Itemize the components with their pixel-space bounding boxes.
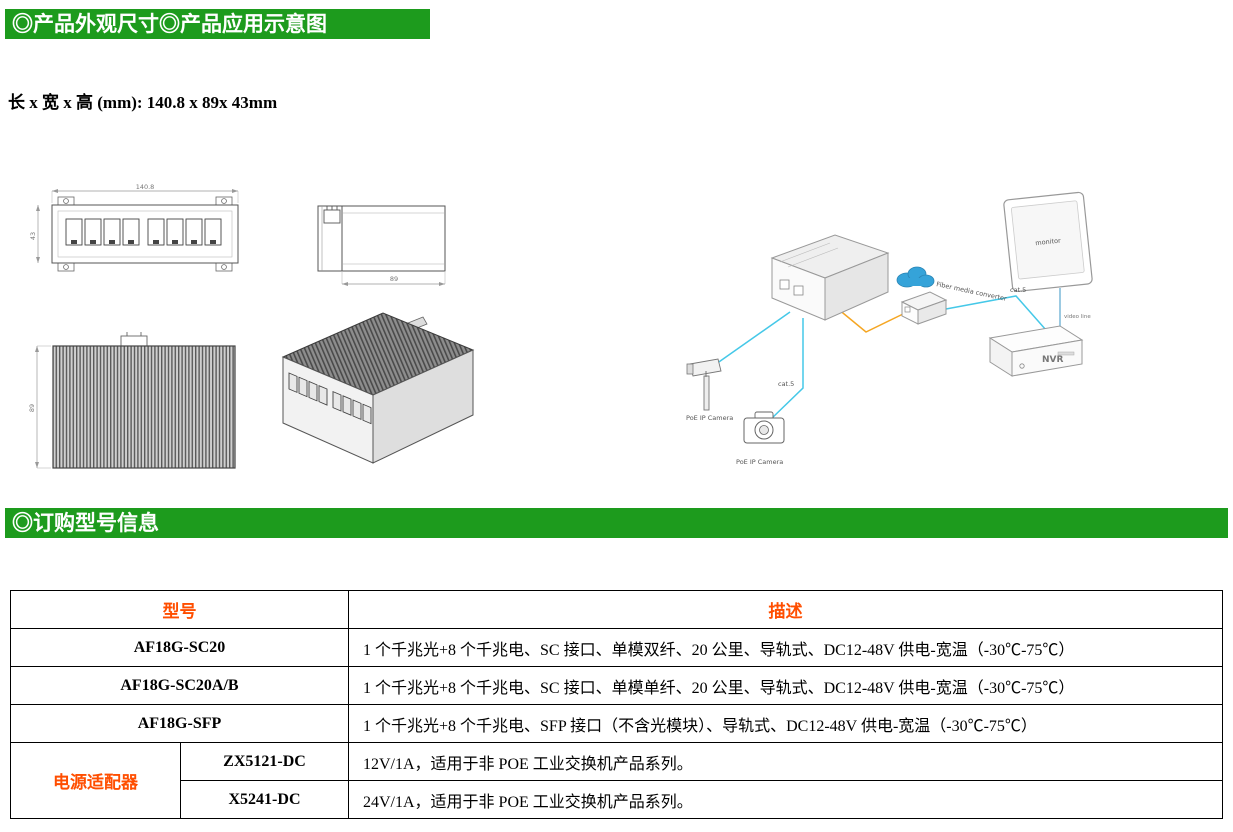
media-converter-illustration: Fiber media converter — [900, 280, 1008, 325]
nvr-illustration: NVR — [988, 325, 1084, 377]
front-width-dimension: 140.8 — [136, 183, 155, 191]
camera1-label: PoE IP Camera — [686, 414, 733, 422]
description-header-cell: 描述 — [348, 590, 1223, 629]
dslr-camera-illustration: PoE IP Camera — [736, 411, 785, 466]
rj45-ports-iso — [288, 372, 372, 425]
application-diagram: Fiber media converter monitor NVR PoE IP… — [686, 191, 1093, 466]
model-cell: AF18G-SFP — [10, 704, 349, 743]
top-view-drawing: 89 — [28, 332, 236, 469]
adapter-description-cell: 24V/1A，适用于非 POE 工业交换机产品系列。 — [348, 780, 1223, 819]
section-banner-appearance: ◎产品外观尺寸◎产品应用示意图 — [5, 9, 430, 39]
side-depth-dimension: 89 — [390, 275, 398, 283]
table-row: AF18G-SC20A/B 1 个千兆光+8 个千兆电、SC 接口、单模单纤、2… — [10, 666, 1223, 705]
front-view-drawing: 140.8 43 — [30, 183, 239, 272]
cat5-label-cameras: cat.5 — [778, 380, 794, 388]
top-height-dimension: 89 — [28, 404, 36, 412]
monitor-label: monitor — [1035, 237, 1061, 248]
model-cell: AF18G-SC20A/B — [10, 666, 349, 705]
table-header-row: 型号 描述 — [10, 590, 1223, 629]
table-row: X5241-DC 24V/1A，适用于非 POE 工业交换机产品系列。 — [11, 780, 1223, 819]
model-cell: AF18G-SC20 — [10, 628, 349, 667]
cable-cat5-nvr — [945, 295, 1047, 331]
ordering-table: 型号 描述 AF18G-SC20 1 个千兆光+8 个千兆电、SC 接口、单模双… — [10, 590, 1223, 819]
terminal-block — [323, 209, 341, 224]
dimensions-text: 长 x 宽 x 高 (mm): 140.8 x 89x 43mm — [8, 93, 278, 112]
cat5-label-nvr: cat.5 — [1010, 286, 1026, 294]
cable-cat5-camera1 — [715, 311, 791, 365]
table-row: 电源适配器 ZX5121-DC 12V/1A，适用于非 POE 工业交换机产品系… — [10, 742, 1223, 819]
section-banner-ordering: ◎订购型号信息 — [5, 508, 1228, 538]
adapter-description-cell: 12V/1A，适用于非 POE 工业交换机产品系列。 — [348, 742, 1223, 781]
section-title-ordering: ◎订购型号信息 — [12, 511, 159, 535]
heatsink-body — [52, 345, 236, 469]
cable-cat5-camera2 — [769, 318, 804, 421]
description-cell: 1 个千兆光+8 个千兆电、SC 接口、单模双纤、20 公里、导轨式、DC12-… — [348, 628, 1223, 667]
monitor-illustration: monitor — [1003, 191, 1093, 292]
camera2-label: PoE IP Camera — [736, 458, 783, 466]
nvr-label: NVR — [1042, 355, 1063, 365]
switch-illustration — [770, 234, 890, 321]
video-line-label: video line — [1064, 314, 1091, 320]
section-title-appearance: ◎产品外观尺寸◎产品应用示意图 — [12, 12, 327, 36]
model-header-cell: 型号 — [10, 590, 349, 629]
description-cell: 1 个千兆光+8 个千兆电、SFP 接口（不含光模块）、导轨式、DC12-48V… — [348, 704, 1223, 743]
rj45-ports-front — [65, 218, 222, 246]
adapter-model-cell: ZX5121-DC — [180, 742, 349, 781]
cable-fiber — [831, 303, 904, 333]
bullet-camera-illustration: PoE IP Camera — [686, 358, 733, 422]
table-row: AF18G-SFP 1 个千兆光+8 个千兆电、SFP 接口（不含光模块）、导轨… — [10, 704, 1223, 743]
front-height-dimension: 43 — [30, 232, 37, 240]
table-row: AF18G-SC20 1 个千兆光+8 个千兆电、SC 接口、单模双纤、20 公… — [10, 628, 1223, 667]
iso-view-drawing — [281, 312, 475, 464]
fiber-cloud-icon — [896, 266, 935, 288]
side-view-drawing: 89 — [317, 205, 446, 286]
adapter-category-cell: 电源适配器 — [10, 742, 181, 819]
adapter-model-cell: X5241-DC — [180, 780, 349, 819]
description-cell: 1 个千兆光+8 个千兆电、SC 接口、单模单纤、20 公里、导轨式、DC12-… — [348, 666, 1223, 705]
